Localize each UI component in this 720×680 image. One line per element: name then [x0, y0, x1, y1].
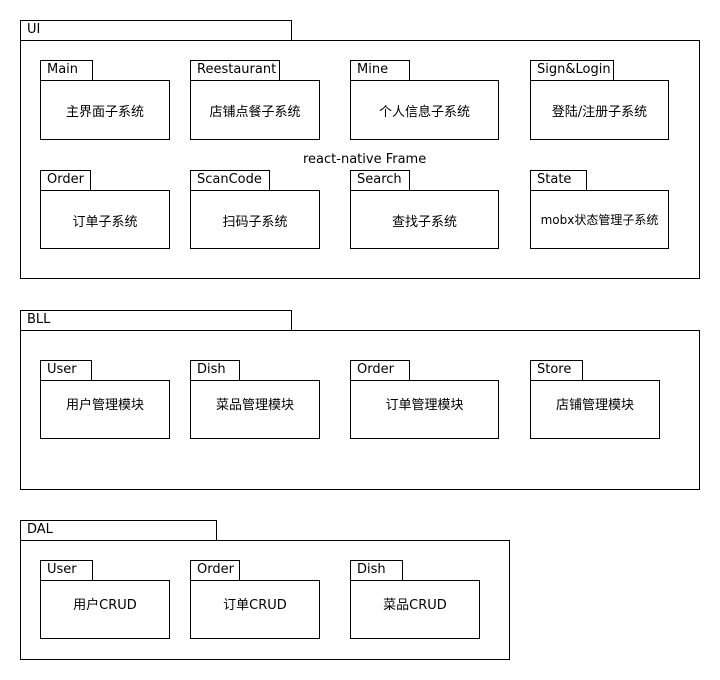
ui-module-order-name: Order [47, 172, 84, 187]
ui-module-state-tab: State [530, 170, 587, 191]
dal-package-title: DAL [27, 522, 53, 537]
ui-module-scancode-tab: ScanCode [190, 170, 270, 191]
ui-module-state: mobx状态管理子系统 [530, 190, 669, 249]
bll-module-order-name: Order [357, 362, 394, 377]
bll-module-store: 店铺管理模块 [530, 380, 660, 439]
ui-package-title: UI [27, 22, 41, 37]
ui-module-scancode: 扫码子系统 [190, 190, 320, 249]
dal-module-dish-tab: Dish [350, 560, 403, 581]
dal-module-user-text: 用户CRUD [73, 598, 137, 613]
bll-module-dish-text: 菜品管理模块 [215, 398, 294, 413]
dal-module-order-text: 订单CRUD [223, 598, 287, 613]
ui-module-mine-tab: Mine [350, 60, 410, 81]
ui-module-search: 查找子系统 [350, 190, 499, 249]
bll-module-user: 用户管理模块 [40, 380, 170, 439]
bll-module-user-text: 用户管理模块 [65, 398, 144, 413]
bll-module-order-tab: Order [350, 360, 410, 381]
bll-module-store-name: Store [537, 362, 572, 377]
bll-module-store-tab: Store [530, 360, 583, 381]
ui-module-main: 主界面子系统 [40, 80, 170, 140]
ui-module-sign-login-name: Sign&Login [537, 62, 611, 77]
ui-module-state-text: mobx状态管理子系统 [540, 213, 659, 227]
dal-module-user-tab: User [40, 560, 93, 581]
ui-module-sign-login-tab: Sign&Login [530, 60, 614, 81]
bll-package-title: BLL [27, 312, 51, 327]
ui-module-mine-name: Mine [357, 62, 389, 77]
ui-module-scancode-text: 扫码子系统 [222, 215, 288, 230]
dal-module-order-tab: Order [190, 560, 240, 581]
ui-module-search-text: 查找子系统 [391, 215, 457, 230]
ui-module-sign-login: 登陆/注册子系统 [530, 80, 669, 140]
bll-module-store-text: 店铺管理模块 [555, 398, 634, 413]
ui-module-order: 订单子系统 [40, 190, 170, 249]
dal-module-user: 用户CRUD [40, 580, 170, 639]
ui-module-mine-text: 个人信息子系统 [378, 105, 470, 120]
dal-module-dish-text: 菜品CRUD [383, 598, 447, 613]
ui-module-restaurant: 店铺点餐子系统 [190, 80, 320, 140]
dal-module-dish: 菜品CRUD [350, 580, 480, 639]
bll-module-order-text: 订单管理模块 [385, 398, 464, 413]
ui-module-search-name: Search [357, 172, 402, 187]
dal-module-dish-name: Dish [357, 562, 386, 577]
ui-module-restaurant-tab: Reestaurant [190, 60, 280, 81]
bll-module-user-name: User [47, 362, 77, 377]
dal-module-order: 订单CRUD [190, 580, 320, 639]
dal-module-order-name: Order [197, 562, 234, 577]
bll-module-dish-name: Dish [197, 362, 226, 377]
ui-module-state-name: State [537, 172, 572, 187]
bll-module-order: 订单管理模块 [350, 380, 499, 439]
ui-module-order-text: 订单子系统 [72, 215, 138, 230]
ui-package-tab: UI [20, 20, 292, 41]
ui-module-main-tab: Main [40, 60, 93, 81]
ui-module-restaurant-text: 店铺点餐子系统 [209, 105, 301, 120]
ui-module-restaurant-name: Reestaurant [197, 62, 277, 77]
ui-module-mine: 个人信息子系统 [350, 80, 499, 140]
bll-module-dish: 菜品管理模块 [190, 380, 320, 439]
dal-module-user-name: User [47, 562, 77, 577]
ui-module-order-tab: Order [40, 170, 91, 191]
dal-package-tab: DAL [20, 520, 217, 541]
ui-module-main-text: 主界面子系统 [65, 105, 144, 120]
bll-module-user-tab: User [40, 360, 92, 381]
ui-module-sign-login-text: 登陆/注册子系统 [551, 105, 648, 120]
bll-package-tab: BLL [20, 310, 292, 331]
ui-module-main-name: Main [47, 62, 79, 77]
ui-module-search-tab: Search [350, 170, 410, 191]
bll-module-dish-tab: Dish [190, 360, 240, 381]
ui-frame-label: react-native Frame [303, 152, 427, 167]
ui-module-scancode-name: ScanCode [197, 172, 262, 187]
